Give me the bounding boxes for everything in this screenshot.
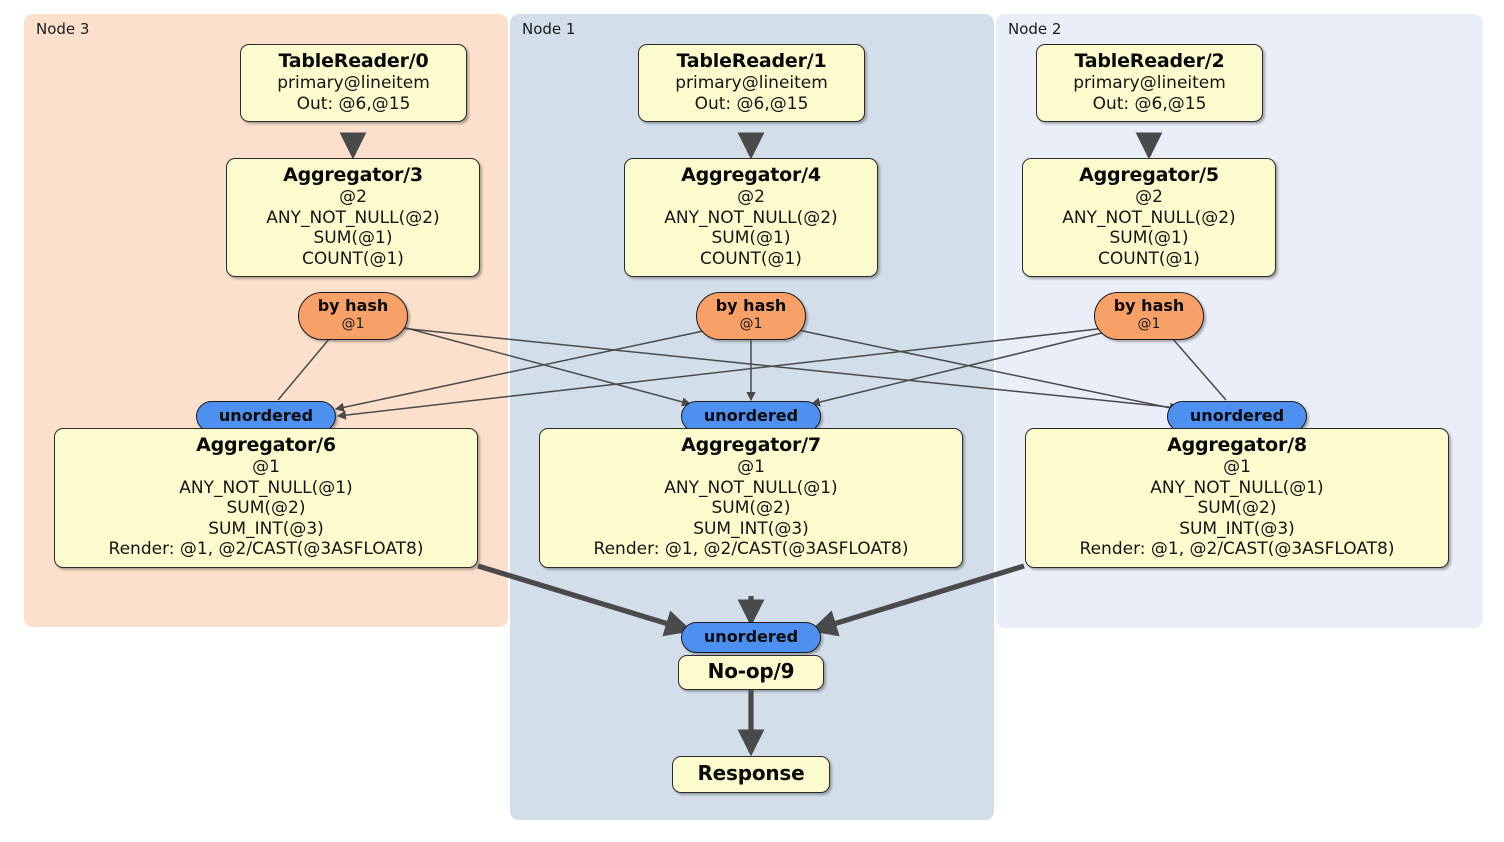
- node-line: ANY_NOT_NULL(@2): [664, 207, 838, 228]
- synchronizer-unordered-final[interactable]: unordered: [681, 622, 821, 653]
- node-title: Aggregator/4: [681, 164, 821, 186]
- node-line: @2: [737, 187, 765, 208]
- node-title: Response: [697, 761, 805, 786]
- node-line: @1: [1223, 457, 1251, 478]
- node-tablereader-1[interactable]: TableReader/1 primary@lineitem Out: @6,@…: [638, 44, 865, 123]
- node-line: SUM(@2): [711, 498, 791, 519]
- node-tablereader-2[interactable]: TableReader/2 primary@lineitem Out: @6,@…: [1036, 44, 1263, 123]
- node-title: Aggregator/3: [283, 164, 423, 186]
- node-response[interactable]: Response: [672, 756, 830, 793]
- node-line: @2: [1135, 187, 1163, 208]
- node-line: primary@lineitem: [675, 73, 828, 94]
- synchronizer-unordered-0[interactable]: unordered: [196, 401, 336, 432]
- node-line: SUM_INT(@3): [1179, 518, 1295, 539]
- synchronizer-title: unordered: [218, 406, 314, 426]
- region-node-3-label: Node 3: [36, 20, 90, 38]
- node-aggregator-5[interactable]: Aggregator/5 @2 ANY_NOT_NULL(@2) SUM(@1)…: [1022, 158, 1276, 278]
- node-line: primary@lineitem: [1073, 73, 1226, 94]
- node-line: SUM(@2): [226, 498, 306, 519]
- node-aggregator-8[interactable]: Aggregator/8 @1 ANY_NOT_NULL(@1) SUM(@2)…: [1025, 428, 1449, 568]
- node-title: Aggregator/7: [681, 434, 821, 456]
- node-line: ANY_NOT_NULL(@2): [1062, 207, 1236, 228]
- node-aggregator-4[interactable]: Aggregator/4 @2 ANY_NOT_NULL(@2) SUM(@1)…: [624, 158, 878, 278]
- node-line: ANY_NOT_NULL(@1): [179, 477, 353, 498]
- node-title: Aggregator/8: [1167, 434, 1307, 456]
- router-by-hash-2[interactable]: by hash @1: [1094, 292, 1204, 340]
- node-line: Out: @6,@15: [1092, 93, 1207, 114]
- synchronizer-unordered-1[interactable]: unordered: [681, 401, 821, 432]
- node-line: SUM_INT(@3): [208, 518, 324, 539]
- node-line: Out: @6,@15: [694, 93, 809, 114]
- region-node-1-label: Node 1: [522, 20, 576, 38]
- node-line: @2: [339, 187, 367, 208]
- node-line: ANY_NOT_NULL(@1): [664, 477, 838, 498]
- node-title: Aggregator/5: [1079, 164, 1219, 186]
- router-sub: @1: [341, 316, 365, 333]
- node-title: TableReader/2: [1074, 50, 1225, 72]
- node-line: SUM(@1): [1109, 228, 1189, 249]
- node-line: Out: @6,@15: [296, 93, 411, 114]
- region-node-2-label: Node 2: [1008, 20, 1062, 38]
- node-line: Render: @1, @2/CAST(@3ASFLOAT8): [108, 539, 424, 560]
- node-line: SUM(@1): [711, 228, 791, 249]
- router-title: by hash: [1113, 296, 1185, 316]
- node-aggregator-6[interactable]: Aggregator/6 @1 ANY_NOT_NULL(@1) SUM(@2)…: [54, 428, 478, 568]
- router-title: by hash: [317, 296, 389, 316]
- synchronizer-title: unordered: [703, 406, 799, 426]
- node-title: TableReader/1: [676, 50, 827, 72]
- router-by-hash-1[interactable]: by hash @1: [696, 292, 806, 340]
- node-line: COUNT(@1): [302, 248, 404, 269]
- node-line: @1: [252, 457, 280, 478]
- node-line: Render: @1, @2/CAST(@3ASFLOAT8): [1079, 539, 1395, 560]
- synchronizer-title: unordered: [703, 627, 799, 647]
- node-aggregator-7[interactable]: Aggregator/7 @1 ANY_NOT_NULL(@1) SUM(@2)…: [539, 428, 963, 568]
- node-line: Render: @1, @2/CAST(@3ASFLOAT8): [593, 539, 909, 560]
- node-title: Aggregator/6: [196, 434, 336, 456]
- node-line: COUNT(@1): [1098, 248, 1200, 269]
- router-title: by hash: [715, 296, 787, 316]
- node-line: ANY_NOT_NULL(@1): [1150, 477, 1324, 498]
- router-sub: @1: [739, 316, 763, 333]
- router-sub: @1: [1137, 316, 1161, 333]
- node-line: SUM(@2): [1197, 498, 1277, 519]
- node-line: primary@lineitem: [277, 73, 430, 94]
- node-title: TableReader/0: [278, 50, 429, 72]
- node-line: @1: [737, 457, 765, 478]
- node-line: ANY_NOT_NULL(@2): [266, 207, 440, 228]
- node-title: No-op/9: [707, 659, 795, 684]
- node-no-op-9[interactable]: No-op/9: [678, 655, 824, 690]
- node-tablereader-0[interactable]: TableReader/0 primary@lineitem Out: @6,@…: [240, 44, 467, 123]
- node-line: SUM_INT(@3): [693, 518, 809, 539]
- node-line: COUNT(@1): [700, 248, 802, 269]
- node-aggregator-3[interactable]: Aggregator/3 @2 ANY_NOT_NULL(@2) SUM(@1)…: [226, 158, 480, 278]
- router-by-hash-0[interactable]: by hash @1: [298, 292, 408, 340]
- synchronizer-title: unordered: [1189, 406, 1285, 426]
- node-line: SUM(@1): [313, 228, 393, 249]
